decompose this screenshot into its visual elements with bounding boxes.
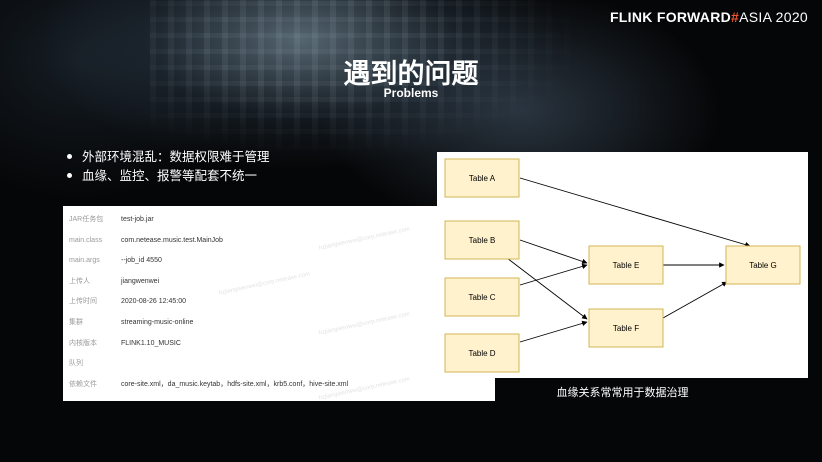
event-logo: FLINK FORWARD#ASIA 2020 xyxy=(610,9,808,25)
edge-f-g xyxy=(662,281,728,319)
bullet-list: 外部环境混乱：数据权限难于管理 血缘、监控、报警等配套不统一 xyxy=(66,147,270,185)
edge-b-f xyxy=(506,257,588,320)
lineage-diagram: Table A Table B Table C Table D Table E … xyxy=(437,152,808,378)
node-table-e: Table E xyxy=(588,245,664,285)
info-key: 队列 xyxy=(69,360,83,367)
info-value: core-site.xml，da_music.keytab，hdfs-site.… xyxy=(121,381,349,388)
node-table-d: Table D xyxy=(444,333,520,373)
logo-hash: # xyxy=(731,9,740,25)
node-table-a: Table A xyxy=(444,158,520,198)
info-key: main.class xyxy=(69,237,103,244)
edge-a-g xyxy=(519,177,751,248)
info-key: 集群 xyxy=(69,319,83,326)
info-key: 依赖文件 xyxy=(69,381,97,388)
node-table-c: Table C xyxy=(444,277,520,317)
info-value: jiangwenwei xyxy=(121,278,160,285)
info-key: 上传时间 xyxy=(69,298,97,305)
info-value: 2020-08-26 12:45:00 xyxy=(121,298,186,305)
lineage-edges xyxy=(506,177,751,343)
watermark-text: hzjiangwenwei@corp.netease.com xyxy=(218,271,311,297)
node-label: Table G xyxy=(749,261,777,270)
background-chip-texture xyxy=(150,0,570,150)
logo-part2: ASIA 2020 xyxy=(739,9,808,25)
bullet-item: 外部环境混乱：数据权限难于管理 xyxy=(66,147,270,166)
bullet-item: 血缘、监控、报警等配套不统一 xyxy=(66,166,270,185)
info-key: 内核版本 xyxy=(69,340,97,347)
edge-c-e xyxy=(519,263,588,286)
diagram-caption: 血缘关系常常用于数据治理 xyxy=(556,386,689,399)
lineage-graph: Table A Table B Table C Table D Table E … xyxy=(444,158,801,373)
node-label: Table C xyxy=(468,293,495,302)
info-value: streaming-music-online xyxy=(121,319,194,326)
info-value: --job_id 4550 xyxy=(121,257,162,264)
watermark-text: hzjiangwenwei@corp.netease.com xyxy=(318,226,411,252)
node-table-f: Table F xyxy=(588,308,664,348)
node-table-b: Table B xyxy=(444,220,520,260)
info-key: main.args xyxy=(69,257,100,264)
slide-title: 遇到的问题 xyxy=(343,59,479,90)
watermark-text: hzjiangwenwei@corp.netease.com xyxy=(318,311,411,337)
slide-subtitle: Problems xyxy=(383,86,439,100)
node-label: Table D xyxy=(468,349,495,358)
node-table-g: Table G xyxy=(725,245,801,285)
info-value: test-job.jar xyxy=(121,216,154,223)
logo-part1: FLINK FORWARD xyxy=(609,9,732,25)
edge-b-e xyxy=(519,239,588,264)
info-key: JAR任务包 xyxy=(69,216,104,223)
info-value: FLINK1.10_MUSIC xyxy=(121,340,181,347)
info-value: com.netease.music.test.MainJob xyxy=(121,237,223,244)
node-label: Table E xyxy=(613,261,640,270)
info-key: 上传人 xyxy=(69,278,90,285)
job-info-panel: hzjiangwenwei@corp.netease.com hzjiangwe… xyxy=(63,206,495,401)
node-label: Table A xyxy=(469,174,496,183)
edge-d-f xyxy=(519,320,588,343)
node-label: Table F xyxy=(613,324,639,333)
node-label: Table B xyxy=(469,236,496,245)
